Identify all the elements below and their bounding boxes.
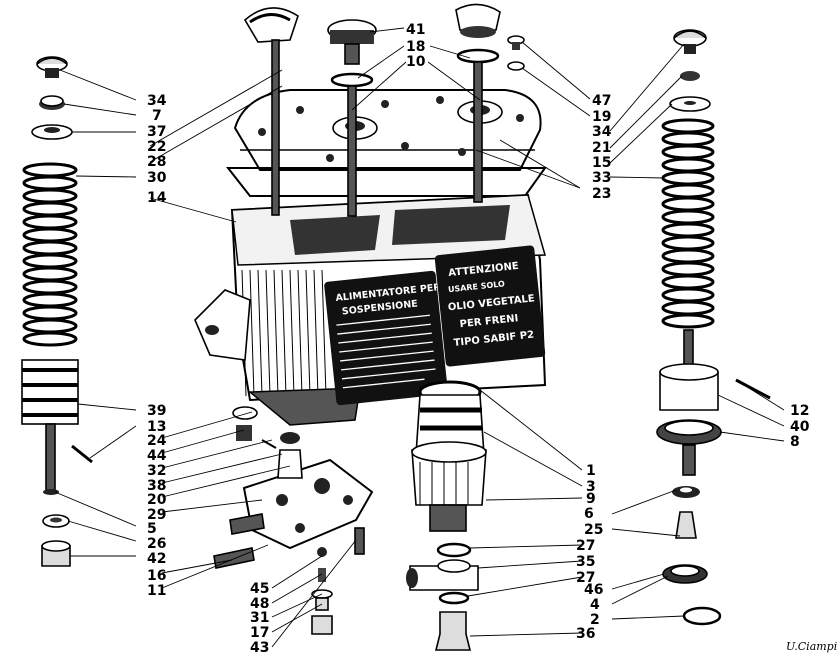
callout-17: 17 (250, 625, 269, 641)
artist-signature: U.Ciampi. (786, 640, 837, 653)
callout-40: 40 (790, 419, 810, 435)
callout-15: 15 (592, 155, 611, 171)
callout-35: 35 (576, 554, 595, 570)
callout-42: 42 (147, 551, 166, 567)
callout-47: 47 (592, 93, 611, 109)
callout-44: 44 (147, 448, 167, 464)
valve-block (213, 406, 374, 635)
callout-8: 8 (790, 434, 800, 450)
callout-labels: 34 7 37 22 28 30 14 41 18 10 47 19 34 21… (147, 22, 810, 656)
callout-38: 38 (147, 478, 166, 494)
callout-5: 5 (147, 521, 157, 537)
callout-45: 45 (250, 581, 269, 597)
top-fittings (243, 3, 525, 217)
pump-assembly (406, 380, 487, 651)
instruction-plate-right: ATTENZIONE USARE SOLO OLIO VEGETALE PER … (434, 245, 546, 367)
callout-13: 13 (147, 419, 166, 435)
callout-32: 32 (147, 463, 166, 479)
callout-39: 39 (147, 403, 166, 419)
callout-9: 9 (586, 491, 596, 507)
callout-6: 6 (584, 506, 594, 522)
callout-33: 33 (592, 170, 611, 186)
leader-lines (54, 27, 785, 648)
callout-2: 2 (590, 612, 600, 628)
callout-19: 19 (592, 109, 611, 125)
callout-34-right: 34 (592, 124, 612, 140)
instruction-plate-left: ALIMENTATORE PER SOSPENSIONE (324, 270, 448, 406)
callout-27: 27 (576, 538, 595, 554)
callout-34: 34 (147, 93, 167, 109)
callout-16: 16 (147, 568, 166, 584)
right-spring-assembly (656, 29, 771, 626)
callout-20: 20 (147, 492, 167, 508)
reservoir-body: ALIMENTATORE PER SOSPENSIONE ATTENZIONE … (194, 89, 547, 426)
callout-41: 41 (406, 22, 425, 38)
callout-25: 25 (584, 522, 603, 538)
callout-30: 30 (147, 170, 167, 186)
callout-10: 10 (406, 54, 426, 70)
callout-1: 1 (586, 463, 596, 479)
callout-27-lower: 27 (576, 570, 595, 586)
callout-22: 22 (147, 139, 166, 155)
callout-26: 26 (147, 536, 166, 552)
callout-43: 43 (250, 640, 269, 656)
callout-24: 24 (147, 433, 167, 449)
callout-21: 21 (592, 140, 611, 156)
callout-23: 23 (592, 186, 611, 202)
callout-46: 46 (584, 582, 603, 598)
callout-7: 7 (152, 108, 162, 124)
callout-36: 36 (576, 626, 595, 642)
callout-3: 3 (586, 479, 596, 495)
callout-12: 12 (790, 403, 809, 419)
callout-4: 4 (590, 597, 600, 613)
callout-29: 29 (147, 507, 166, 523)
callout-11: 11 (147, 583, 166, 599)
callout-14: 14 (147, 190, 167, 206)
callout-48: 48 (250, 596, 269, 612)
callout-31: 31 (250, 610, 269, 626)
left-spring-assembly (21, 56, 93, 567)
callout-28: 28 (147, 154, 166, 170)
callout-18: 18 (406, 39, 425, 55)
callout-37: 37 (147, 124, 166, 140)
